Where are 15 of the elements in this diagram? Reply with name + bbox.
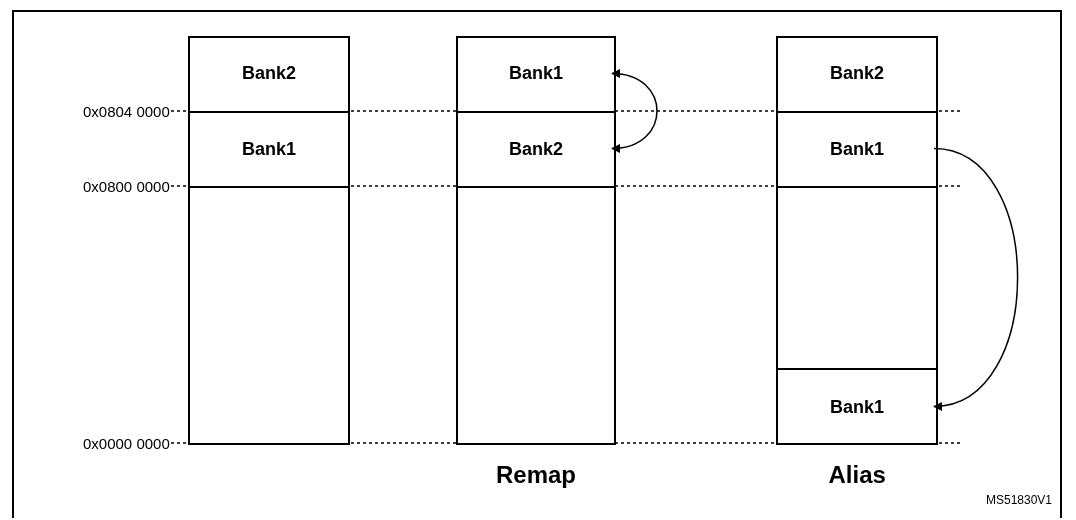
column-heading: Alias [828,461,886,489]
curved-arrow [611,69,658,153]
address-label: 0x0000 0000 [83,434,170,452]
address-label: 0x0800 0000 [83,177,170,195]
bank-region: Bank1 [456,36,616,111]
bank-region: Bank2 [456,111,616,186]
address-label: 0x0804 0000 [83,102,170,120]
bank-region: Bank1 [776,368,938,445]
curved-arrow [933,147,1019,410]
bank-region: Bank2 [188,36,350,111]
figure-id: MS51830V1 [986,493,1053,507]
bank-region: Bank1 [776,111,938,186]
bank-region: Bank1 [188,111,350,186]
bank-region: Bank2 [776,36,938,111]
column-heading: Remap [496,461,577,489]
